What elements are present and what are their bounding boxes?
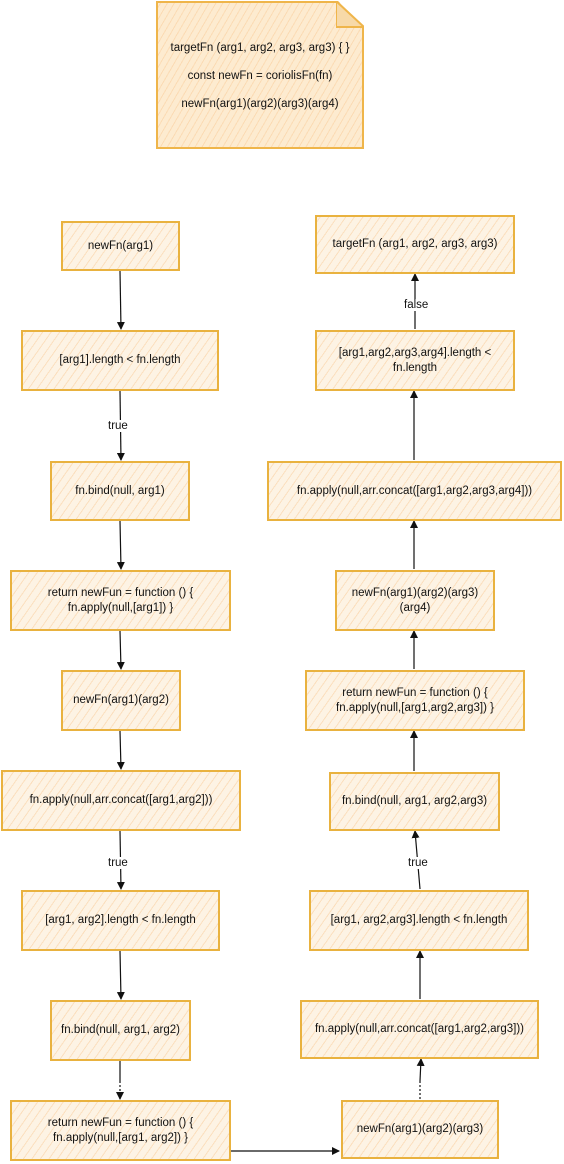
edge-label-false-1: false [402, 299, 431, 311]
note-line-target: targetFn (arg1, arg2, arg3, arg3) { } [170, 42, 350, 54]
node-newfn-arg4: newFn(arg1)(arg2)(arg3) (arg4) [335, 570, 495, 631]
edge-l4 [116, 630, 125, 670]
node-length-check-3: [arg1, arg2,arg3].length < fn.length [309, 890, 529, 951]
edge-l7 [116, 950, 125, 1000]
node-apply-concat-3: fn.apply(null,arr.concat([arg1,arg2,arg3… [300, 1000, 539, 1059]
edge-label-true-1: true [106, 420, 130, 432]
edge-label-true-2: true [106, 857, 130, 869]
node-newfn-arg1-arg2-arg3: newFn(arg1)(arg2)(arg3) [341, 1100, 499, 1159]
node-newfn-arg1-arg2: newFn(arg1)(arg2) [61, 670, 181, 731]
node-bind-arg1-arg2: fn.bind(null, arg1, arg2) [50, 1000, 191, 1061]
edge-l3 [116, 520, 125, 570]
node-length-check-4: [arg1,arg2,arg3,arg4].length < fn.length [315, 330, 515, 391]
node-apply-concat-2: fn.apply(null,arr.concat([arg1,arg2])) [1, 770, 241, 831]
node-bind-arg1-arg2-arg3: fn.bind(null, arg1, arg2,arg3) [329, 772, 500, 831]
edge-l1 [116, 270, 125, 330]
node-return-newfun-3: return newFun = function () { fn.apply(n… [305, 670, 525, 731]
code-note [156, 1, 364, 149]
edge-label-true-3: true [406, 857, 430, 869]
node-return-newfun-1: return newFun = function () { fn.apply(n… [10, 570, 231, 631]
node-targetfn: targetFn (arg1, arg2, arg3, arg3) [315, 215, 515, 274]
node-apply-concat-4: fn.apply(null,arr.concat([arg1,arg2,arg3… [267, 461, 562, 521]
note-line-const: const newFn = coriolisFn(fn) [187, 70, 333, 82]
node-newfn-arg1: newFn(arg1) [61, 221, 180, 271]
edge-r1b [416, 1058, 425, 1082]
node-bind-arg1: fn.bind(null, arg1) [50, 461, 190, 521]
edge-l5 [116, 730, 125, 770]
node-return-newfun-2: return newFun = function () { fn.apply(n… [10, 1100, 231, 1161]
note-line-call: newFn(arg1)(arg2)(arg3)(arg4) [181, 98, 339, 110]
note-fold-corner [336, 1, 364, 28]
node-length-check-2: [arg1, arg2].length < fn.length [21, 890, 220, 951]
node-length-check-1: [arg1].length < fn.length [21, 330, 219, 391]
